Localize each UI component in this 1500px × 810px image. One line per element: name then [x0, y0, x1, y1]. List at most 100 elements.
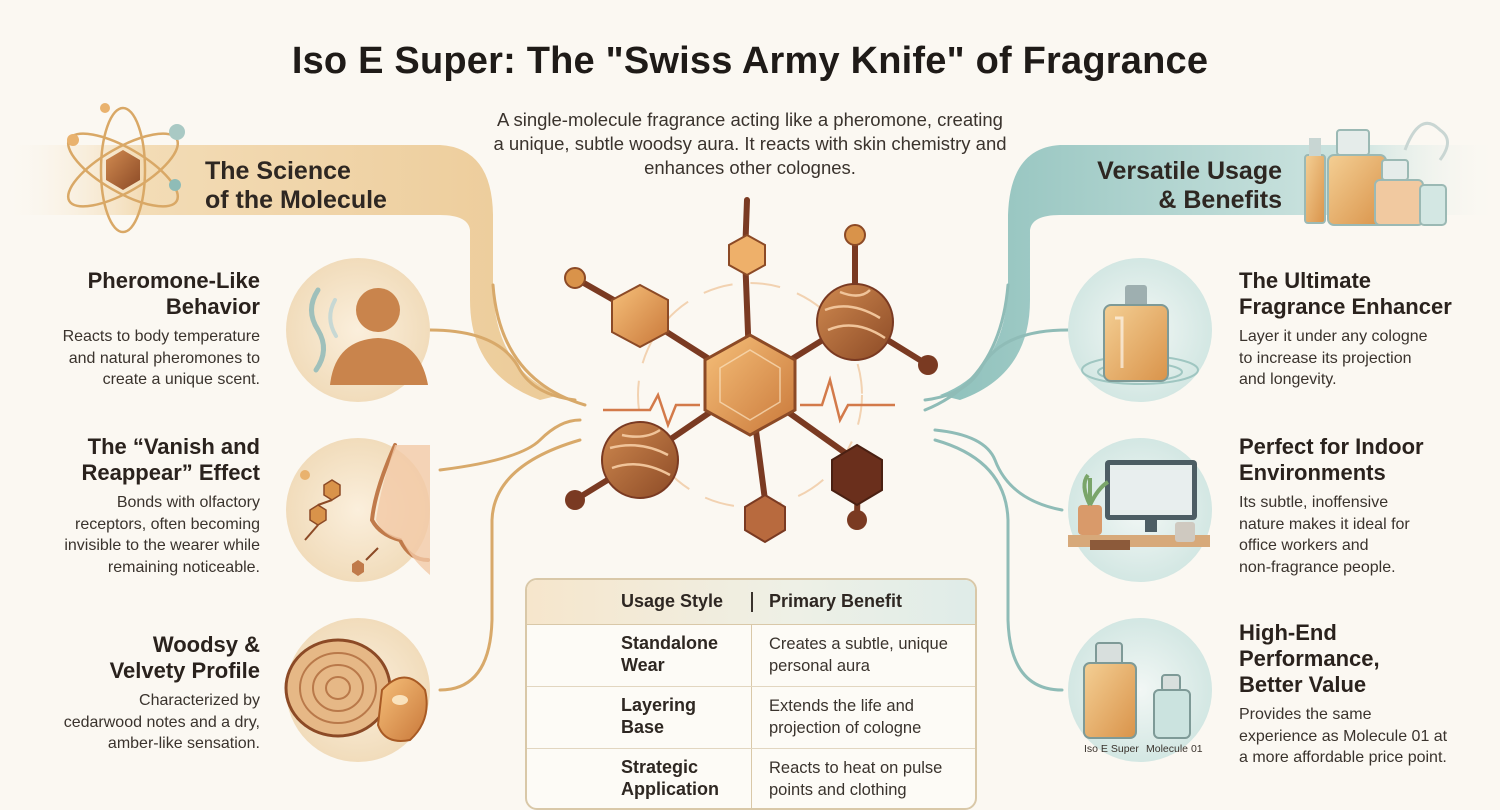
feature-title-line: Velvety Profile — [109, 658, 260, 683]
page-subtitle: A single-molecule fragrance acting like … — [493, 109, 1007, 178]
feature-description: Characterized by cedarwood notes and a d… — [30, 690, 260, 755]
left-section-heading: The Science of the Molecule — [205, 157, 387, 215]
feature-woodsy-velvety: Woodsy & Velvety Profile Characterized b… — [30, 632, 260, 755]
cell-line: personal aura — [769, 657, 870, 675]
feature-title-line: The “Vanish and — [87, 434, 260, 459]
feature-title-line: The Ultimate — [1239, 268, 1372, 293]
feature-title-line: Reappear” Effect — [81, 460, 260, 485]
cell-line: Base — [621, 717, 665, 737]
right-connectors — [923, 283, 1070, 692]
cell-line: projection of cologne — [769, 719, 922, 737]
feature-description: Provides the same experience as Molecule… — [1239, 704, 1479, 769]
central-molecule-graphic — [564, 197, 938, 544]
bottle-label-molecule-01: Molecule 01 — [1146, 743, 1203, 755]
right-heading-line2: & Benefits — [1158, 186, 1282, 214]
feature-title: Pheromone-Like Behavior — [30, 268, 260, 320]
feature-desc-line: amber-like sensation. — [107, 735, 260, 752]
feature-vanish-reappear: The “Vanish and Reappear” Effect Bonds w… — [30, 434, 260, 578]
nose-molecule-icon — [286, 438, 430, 582]
cell-line: Layering — [621, 695, 697, 715]
left-heading-line1: The Science — [205, 157, 351, 185]
feature-desc-line: and natural pheromones to — [68, 349, 260, 367]
table-cell-usage-style: Standalone Wear — [621, 632, 746, 676]
perfume-bottle-icon — [1068, 258, 1212, 402]
feature-title: Perfect for Indoor Environments — [1239, 434, 1479, 486]
feature-desc-line: cedarwood notes and a dry, — [63, 713, 260, 731]
feature-title-line: Fragrance Enhancer — [1239, 294, 1452, 319]
cell-line: Standalone — [621, 633, 719, 653]
feature-title-line: Woodsy & — [152, 632, 260, 657]
office-desk-icon — [1068, 438, 1212, 582]
left-heading-line2: of the Molecule — [205, 186, 387, 214]
feature-indoor-environments: Perfect for Indoor Environments Its subt… — [1239, 434, 1479, 578]
feature-description: Reacts to body temperature and natural p… — [30, 326, 260, 391]
usage-table: Usage Style Primary Benefit Standalone W… — [525, 578, 977, 810]
wood-amber-icon — [284, 618, 430, 762]
feature-desc-line: remaining noticeable. — [107, 558, 260, 576]
feature-title: The “Vanish and Reappear” Effect — [30, 434, 260, 486]
feature-desc-line: experience as Molecule 01 at — [1239, 727, 1448, 745]
atom-icon — [66, 103, 185, 234]
feature-desc-line: Reacts to body temperature — [62, 328, 260, 345]
feature-desc-line: invisible to the wearer while — [64, 537, 260, 554]
person-silhouette-icon — [286, 258, 430, 402]
feature-desc-line: nature makes it ideal for — [1239, 515, 1410, 533]
feature-title-line: Environments — [1239, 460, 1386, 485]
feature-title-line: Pheromone-Like — [87, 268, 260, 293]
feature-desc-line: non-fragrance people. — [1239, 558, 1396, 576]
feature-title: Woodsy & Velvety Profile — [30, 632, 260, 684]
table-cell-benefit: Extends the life and projection of colog… — [769, 695, 969, 739]
feature-desc-line: a more affordable price point. — [1239, 749, 1447, 766]
right-heading-line1: Versatile Usage — [1097, 157, 1282, 185]
cell-line: Application — [621, 779, 719, 799]
table-cell-usage-style: Layering Base — [621, 694, 746, 738]
feature-title-line: Better Value — [1239, 672, 1367, 697]
cell-line: Strategic — [621, 757, 699, 777]
perfume-bottles-icon — [1304, 121, 1449, 226]
feature-desc-line: Bonds with olfactory — [116, 494, 260, 511]
feature-desc-line: office workers and — [1239, 537, 1369, 554]
feature-desc-line: to increase its projection — [1239, 349, 1412, 367]
feature-description: Bonds with olfactory receptors, often be… — [30, 492, 260, 578]
cell-line: Extends the life and — [769, 697, 914, 715]
table-row: Standalone Wear Creates a subtle, unique… — [527, 625, 975, 687]
feature-title-line: Performance, — [1239, 646, 1380, 671]
cell-line: Reacts to heat on pulse — [769, 759, 943, 777]
table-header-usage-style: Usage Style — [621, 591, 724, 611]
feature-title-line: High-End — [1239, 620, 1337, 645]
table-cell-benefit: Reacts to heat on pulse points and cloth… — [769, 757, 969, 801]
feature-desc-line: create a unique scent. — [102, 371, 260, 388]
feature-desc-line: Its subtle, inoffensive — [1239, 494, 1389, 511]
feature-desc-line: and longevity. — [1239, 371, 1337, 388]
page-title: Iso E Super: The "Swiss Army Knife" of F… — [291, 40, 1209, 82]
feature-description: Its subtle, inoffensive nature makes it … — [1239, 492, 1479, 578]
feature-pheromone-like: Pheromone-Like Behavior Reacts to body t… — [30, 268, 260, 391]
table-cell-usage-style: Strategic Application — [621, 756, 746, 800]
table-header-primary-benefit: Primary Benefit — [769, 591, 903, 611]
cell-line: Wear — [621, 655, 665, 675]
table-row: Layering Base Extends the life and proje… — [527, 687, 975, 749]
table-cell-benefit: Creates a subtle, unique personal aura — [769, 633, 969, 677]
two-bottles-icon — [1068, 618, 1212, 762]
right-section-heading: Versatile Usage & Benefits — [1050, 157, 1282, 215]
table-header-row: Usage Style Primary Benefit — [527, 580, 975, 625]
feature-desc-line: Layer it under any cologne — [1239, 328, 1428, 345]
table-column-divider — [751, 624, 752, 808]
feature-title-line: Behavior — [165, 294, 260, 319]
feature-title: High-End Performance, Better Value — [1239, 620, 1479, 698]
cell-line: Creates a subtle, unique — [769, 635, 948, 653]
left-connectors — [428, 283, 587, 692]
feature-title: The Ultimate Fragrance Enhancer — [1239, 268, 1479, 320]
feature-desc-line: Characterized by — [139, 692, 260, 709]
feature-desc-line: receptors, often becoming — [75, 515, 260, 533]
bottle-label-iso-e-super: Iso E Super — [1084, 743, 1139, 755]
feature-description: Layer it under any cologne to increase i… — [1239, 326, 1479, 391]
table-row: Strategic Application Reacts to heat on … — [527, 749, 975, 808]
feature-high-end-value: High-End Performance, Better Value Provi… — [1239, 620, 1479, 769]
feature-title-line: Perfect for Indoor — [1239, 434, 1424, 459]
cell-line: points and clothing — [769, 781, 907, 799]
feature-fragrance-enhancer: The Ultimate Fragrance Enhancer Layer it… — [1239, 268, 1479, 391]
header-divider — [751, 592, 753, 612]
feature-desc-line: Provides the same — [1239, 706, 1372, 723]
